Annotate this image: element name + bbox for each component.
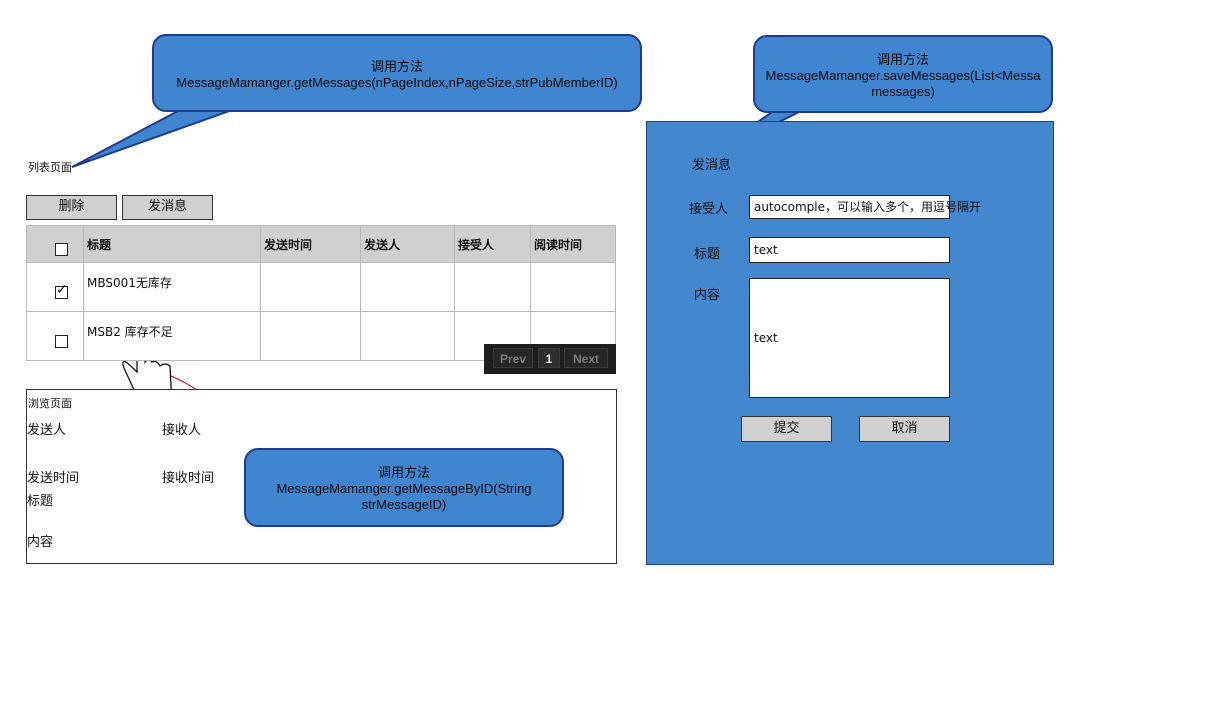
pagination: Prev 1 Next bbox=[484, 344, 616, 374]
receiver-field-label: 接受人 bbox=[689, 202, 729, 217]
receiver-label: 接收人 bbox=[162, 423, 202, 438]
row-receiver bbox=[454, 262, 531, 312]
send-message-button[interactable]: 发消息 bbox=[122, 195, 213, 220]
callout-heading: 调用方法 bbox=[876, 52, 929, 67]
row-title[interactable]: MBS001无库存 bbox=[83, 262, 261, 312]
content-label: 内容 bbox=[27, 535, 54, 550]
content-field-label: 内容 bbox=[694, 288, 721, 303]
row-sender bbox=[360, 262, 455, 312]
table-header-row: 标题 发送时间 发送人 接受人 阅读时间 bbox=[26, 225, 616, 263]
view-page-title: 浏览页面 bbox=[28, 397, 72, 410]
row-select-cell bbox=[26, 262, 84, 312]
row-select-cell bbox=[26, 311, 84, 361]
callout-heading: 调用方法 bbox=[377, 465, 430, 480]
column-header[interactable]: 标题 bbox=[83, 225, 261, 263]
content-textarea[interactable]: text bbox=[749, 278, 950, 398]
next-page-button[interactable]: Next bbox=[564, 348, 608, 368]
column-header[interactable]: 阅读时间 bbox=[530, 225, 616, 263]
row-checkbox[interactable] bbox=[55, 335, 68, 348]
row-sender bbox=[360, 311, 455, 361]
callout-method: MessageMamanger.saveMessages(List<Messa … bbox=[765, 68, 1041, 99]
subject-input[interactable]: text bbox=[749, 237, 950, 263]
send-time-label: 发送时间 bbox=[27, 471, 80, 486]
callout-heading: 调用方法 bbox=[370, 59, 423, 74]
send-form-title: 发消息 bbox=[692, 158, 732, 173]
callout-method: MessageMamanger.getMessages(nPageIndex,n… bbox=[176, 75, 618, 90]
column-header[interactable]: 发送时间 bbox=[260, 225, 361, 263]
select-all-cell bbox=[26, 225, 84, 263]
subject-label: 标题 bbox=[27, 494, 54, 509]
receive-time-label: 接收时间 bbox=[162, 471, 215, 486]
list-method-callout: 调用方法 MessageMamanger.getMessages(nPageIn… bbox=[152, 34, 642, 112]
list-page-title: 列表页面 bbox=[28, 161, 72, 174]
column-header[interactable]: 发送人 bbox=[360, 225, 455, 263]
save-method-callout: 调用方法 MessageMamanger.saveMessages(List<M… bbox=[753, 35, 1053, 113]
row-send-time bbox=[260, 262, 361, 312]
submit-button[interactable]: 提交 bbox=[741, 416, 832, 442]
row-send-time bbox=[260, 311, 361, 361]
sender-label: 发送人 bbox=[27, 423, 67, 438]
prev-page-button[interactable]: Prev bbox=[493, 348, 533, 368]
page-1-button[interactable]: 1 bbox=[538, 348, 560, 368]
detail-method-callout: 调用方法 MessageMamanger.getMessageByID(Stri… bbox=[244, 448, 564, 527]
select-all-checkbox[interactable] bbox=[55, 243, 68, 256]
subject-field-label: 标题 bbox=[694, 247, 721, 262]
receiver-input[interactable]: autocomple，可以输入多个，用逗号隔开 bbox=[749, 195, 981, 219]
delete-button[interactable]: 删除 bbox=[26, 195, 117, 220]
row-read-time bbox=[530, 262, 616, 312]
list-callout-tail bbox=[71, 109, 233, 168]
table-row[interactable]: MBS001无库存 bbox=[26, 262, 616, 312]
row-title[interactable]: MSB2 库存不足 bbox=[83, 311, 261, 361]
message-table: 标题 发送时间 发送人 接受人 阅读时间 MBS001无库存 MSB2 库存不足 bbox=[26, 225, 616, 361]
column-header[interactable]: 接受人 bbox=[454, 225, 531, 263]
row-checkbox[interactable] bbox=[55, 282, 68, 299]
cancel-button[interactable]: 取消 bbox=[859, 416, 950, 442]
callout-method: MessageMamanger.getMessageByID(String st… bbox=[276, 481, 532, 512]
